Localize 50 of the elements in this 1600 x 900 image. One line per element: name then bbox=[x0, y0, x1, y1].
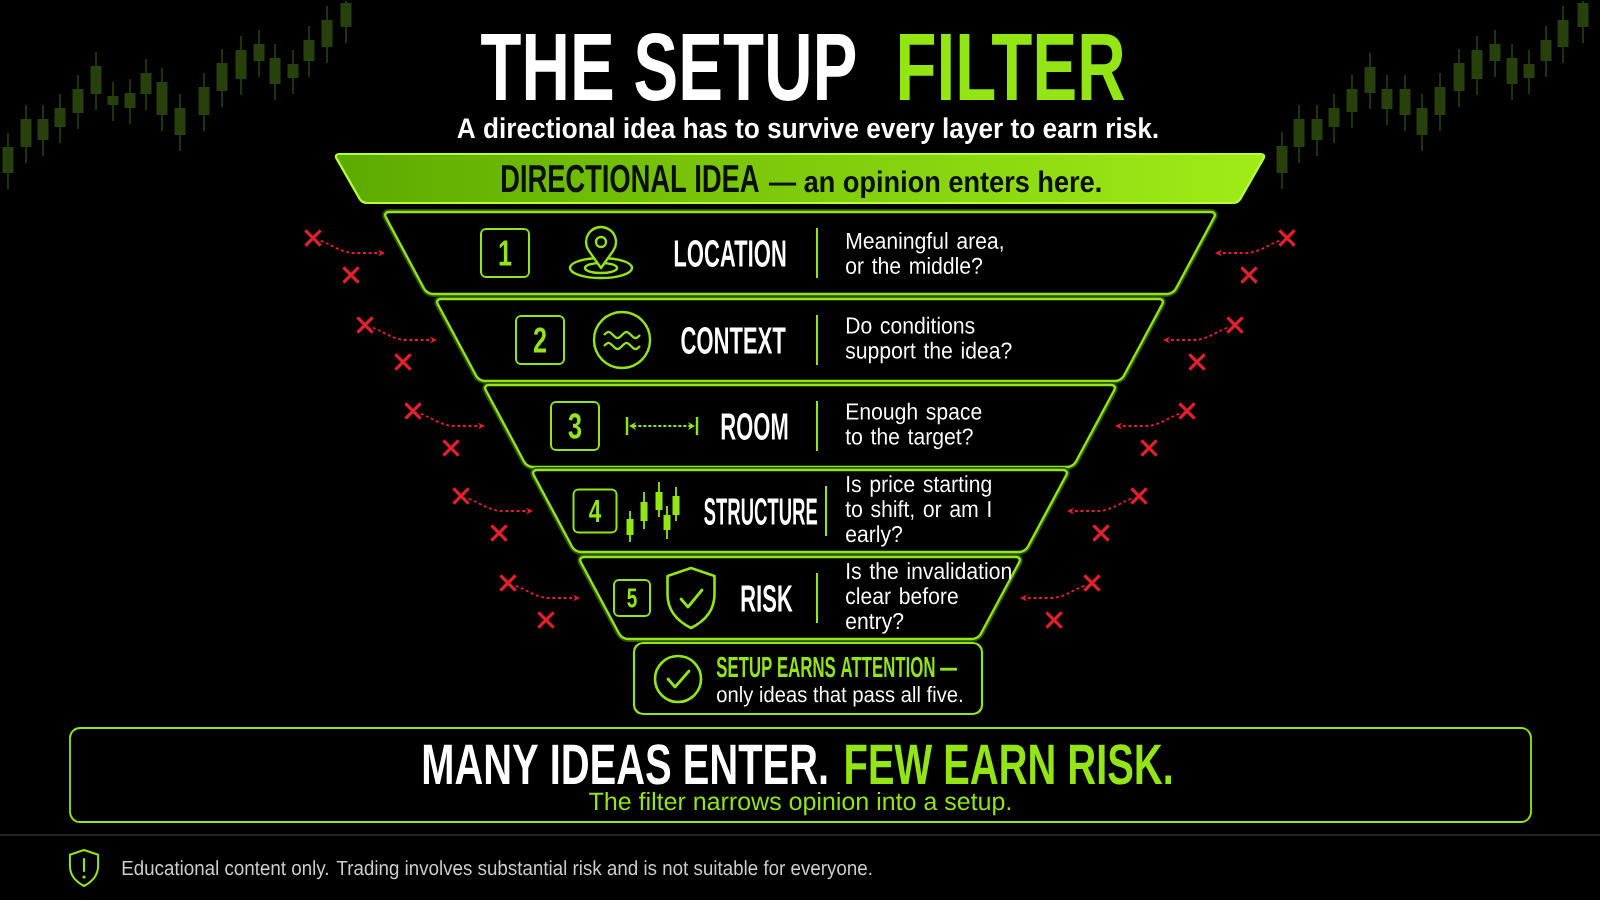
arrow bbox=[1215, 239, 1281, 257]
cross-mark bbox=[1044, 610, 1064, 630]
cross-mark bbox=[451, 486, 471, 506]
question-text: Do conditions support the idea? bbox=[845, 316, 1012, 364]
cross-mark bbox=[1187, 352, 1207, 372]
band-heading: DIRECTIONAL IDEA bbox=[502, 164, 759, 193]
number-box: 2 bbox=[515, 315, 565, 365]
result-text: only ideas that pass all five. bbox=[717, 686, 962, 707]
number-box: 4 bbox=[572, 488, 618, 534]
headline: MANY IDEAS ENTER. bbox=[423, 744, 827, 785]
cross-mark bbox=[489, 523, 509, 543]
number-box: 5 bbox=[613, 579, 651, 617]
number-box: 1 bbox=[480, 228, 530, 278]
cross-mark bbox=[393, 352, 413, 372]
cross-mark bbox=[1225, 315, 1245, 335]
arrow bbox=[1115, 412, 1181, 430]
question-text: Enough space to the target? bbox=[845, 402, 982, 450]
headline: FEW EARN RISK. bbox=[846, 744, 1171, 785]
cross-mark bbox=[1091, 523, 1111, 543]
arrow bbox=[1020, 584, 1086, 602]
question-text: Is the invalidation clear before entry? bbox=[846, 562, 1011, 634]
layer-heading: ROOM bbox=[721, 413, 788, 440]
cross-mark bbox=[403, 401, 423, 421]
cross-mark bbox=[441, 438, 461, 458]
cross-mark bbox=[355, 315, 375, 335]
cross-mark bbox=[1139, 438, 1159, 458]
subtitle: A directional idea has to survive every layer to earn risk. bbox=[457, 117, 1158, 144]
cross-mark bbox=[536, 610, 556, 630]
cross-mark bbox=[341, 265, 361, 285]
question-text: Is price starting to shift, or am I early? bbox=[845, 475, 991, 547]
layer-heading: LOCATION bbox=[674, 240, 786, 267]
cross-mark bbox=[1082, 573, 1102, 593]
tagline: The filter narrows opinion into a setup. bbox=[589, 791, 1011, 816]
cross-mark bbox=[498, 573, 518, 593]
cross-mark bbox=[1277, 228, 1297, 248]
number-box: 3 bbox=[550, 401, 600, 451]
arrow bbox=[1163, 326, 1229, 344]
band-text: — an opinion enters here. bbox=[768, 170, 1101, 199]
arrow bbox=[1067, 497, 1133, 515]
question-text: Meaningful area, or the middle? bbox=[846, 232, 1003, 274]
layer-heading: STRUCTURE bbox=[704, 498, 818, 525]
title: THE SETUP FILTER bbox=[481, 32, 1125, 101]
layer-heading: RISK bbox=[741, 585, 793, 612]
cross-mark bbox=[1239, 265, 1259, 285]
layer-heading: CONTEXT bbox=[681, 327, 786, 354]
cross-mark bbox=[1177, 401, 1197, 421]
disclaimer-text: Educational content only. Trading involves substantial risk and is not suitable for everyone. bbox=[122, 860, 872, 880]
cross-mark bbox=[1129, 486, 1149, 506]
cross-mark bbox=[303, 228, 323, 248]
result-heading: SETUP EARNS ATTENTION — bbox=[716, 656, 957, 678]
